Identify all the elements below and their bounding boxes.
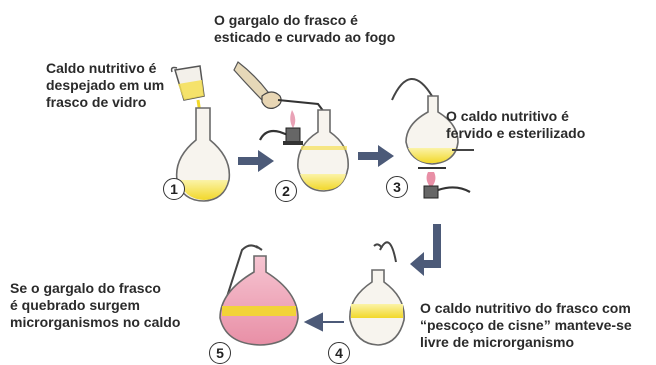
caption-pour: Caldo nutritivo é despejado em um frasco…: [46, 60, 165, 110]
arrow-down-left-icon: [410, 224, 441, 276]
caption-bend: O gargalo do frasco é esticado e curvado…: [214, 12, 396, 45]
step-number-4: 4: [328, 342, 350, 364]
arrow-left-icon: [303, 312, 344, 332]
step-number-3: 3: [386, 176, 408, 198]
step-number-2: 2: [275, 180, 297, 202]
step-number-1: 1: [163, 178, 185, 200]
flask-2: [297, 109, 349, 192]
swan-neck: [391, 78, 433, 101]
arrow-right-icon: [238, 150, 274, 172]
beaker-icon: [170, 65, 205, 101]
burner-flame-icon: [418, 167, 471, 199]
caption-broken: Se o gargalo do frasco é quebrado surgem…: [10, 280, 181, 330]
caption-boil: O caldo nutritivo é fervido e esteriliza…: [446, 108, 586, 141]
caption-swan-neck: O caldo nutritivo do frasco com “pescoço…: [420, 300, 632, 350]
step-number-5: 5: [209, 342, 231, 364]
flask-1: [175, 107, 231, 202]
arrow-right-icon: [358, 145, 394, 167]
flask-5: [219, 255, 299, 346]
flask-3: [405, 95, 459, 165]
burner-flame-icon: [259, 110, 303, 145]
flask-4: [349, 269, 405, 346]
swan-neck: [379, 241, 397, 263]
glass-tube: [277, 99, 325, 113]
hand-icon: [233, 61, 282, 109]
